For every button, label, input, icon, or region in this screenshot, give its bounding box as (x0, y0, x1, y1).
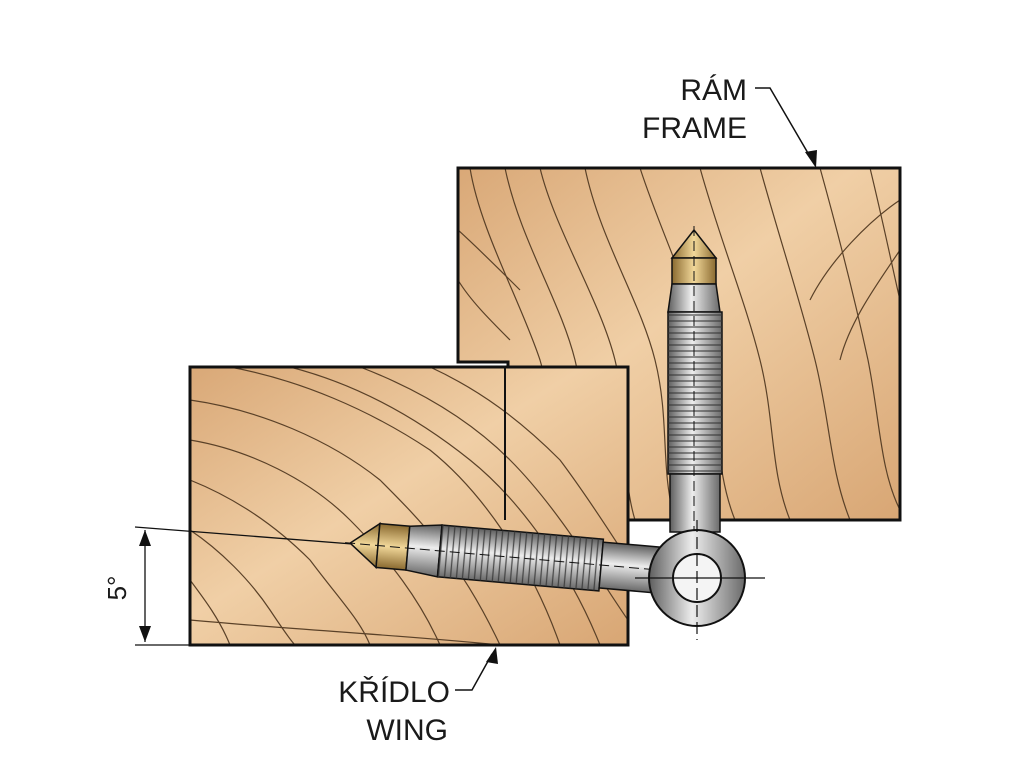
wing-block (188, 365, 630, 647)
frame-pin (667, 226, 723, 540)
angle-label: 5° (102, 576, 132, 601)
wing-pin (345, 522, 664, 594)
angle-dimension: 5° (102, 530, 190, 646)
frame-leader (755, 87, 817, 168)
wing-label-cz: KŘÍDLO (338, 676, 450, 709)
hinge-knuckle (635, 520, 765, 640)
frame-label-en: FRAME (642, 112, 747, 145)
frame-label-cz: RÁM (680, 74, 747, 107)
angle-reference-line (134, 526, 366, 546)
wing-label-en: WING (366, 714, 448, 747)
wing-leader (455, 647, 498, 691)
